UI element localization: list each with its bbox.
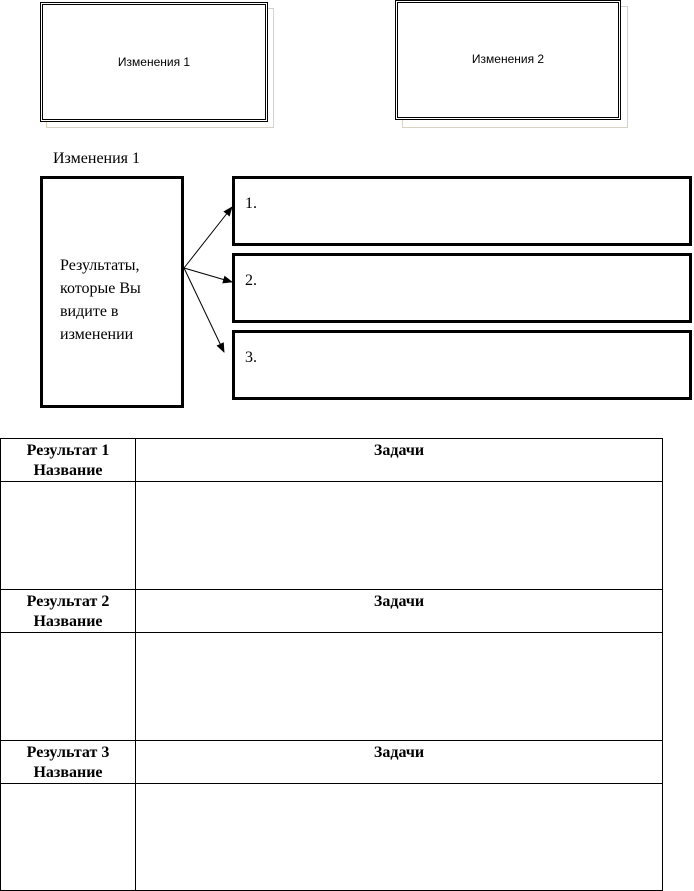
tasks-1-header: Задачи	[135, 438, 663, 482]
tasks-2-cell[interactable]	[135, 632, 663, 741]
tasks-3-title: Задачи	[373, 744, 425, 761]
table-row: Результат 3 Название Задачи	[0, 740, 663, 784]
result-3-cell[interactable]	[0, 783, 136, 891]
results-source-text: Результаты, которые Вы видите в изменени…	[60, 254, 141, 346]
tasks-3-header: Задачи	[135, 740, 663, 784]
table-row: Результат 2 Название Задачи	[0, 589, 663, 633]
source-line-3: видите в	[60, 303, 119, 320]
target-1-number: 1.	[245, 195, 257, 212]
target-2-number: 2.	[245, 272, 257, 289]
result-2-cell[interactable]	[0, 632, 136, 741]
changes-1-label: Изменения 1	[117, 55, 191, 69]
table-row	[0, 481, 663, 590]
source-line-2: которые Вы	[60, 280, 141, 297]
result-3-name: Название	[33, 764, 103, 781]
target-box-1: 1.	[232, 176, 692, 246]
target-3-number: 3.	[245, 349, 257, 366]
changes-1-frame: Изменения 1	[40, 2, 268, 122]
tasks-1-cell[interactable]	[135, 481, 663, 590]
changes-2-frame: Изменения 2	[395, 0, 621, 120]
table-row	[0, 783, 663, 891]
results-tasks-table: Результат 1 Название Задачи Результат 2 …	[0, 438, 663, 891]
source-line-1: Результаты,	[60, 257, 140, 274]
result-1-cell[interactable]	[0, 481, 136, 590]
diagram-caption: Изменения 1	[53, 150, 141, 167]
result-1-name: Название	[33, 462, 103, 479]
result-3-header: Результат 3 Название	[0, 740, 136, 784]
tasks-1-title: Задачи	[373, 442, 425, 459]
table-row: Результат 1 Название Задачи	[0, 438, 663, 482]
result-2-header: Результат 2 Название	[0, 589, 136, 633]
changes-2-label: Изменения 2	[471, 52, 545, 66]
target-box-2: 2.	[232, 253, 692, 323]
source-line-4: изменении	[60, 326, 134, 343]
tasks-2-header: Задачи	[135, 589, 663, 633]
results-source-box: Результаты, которые Вы видите в изменени…	[40, 176, 184, 408]
result-3-title: Результат 3	[26, 744, 110, 761]
tasks-3-cell[interactable]	[135, 783, 663, 891]
arrow-to-1	[183, 206, 233, 269]
result-1-title: Результат 1	[26, 442, 110, 459]
table-row	[0, 632, 663, 741]
result-2-name: Название	[33, 613, 103, 630]
tasks-2-title: Задачи	[373, 593, 425, 610]
target-box-3: 3.	[232, 330, 692, 400]
arrow-to-3	[183, 267, 225, 353]
arrow-to-2	[183, 267, 233, 284]
result-2-title: Результат 2	[26, 593, 110, 610]
result-1-header: Результат 1 Название	[0, 438, 136, 482]
